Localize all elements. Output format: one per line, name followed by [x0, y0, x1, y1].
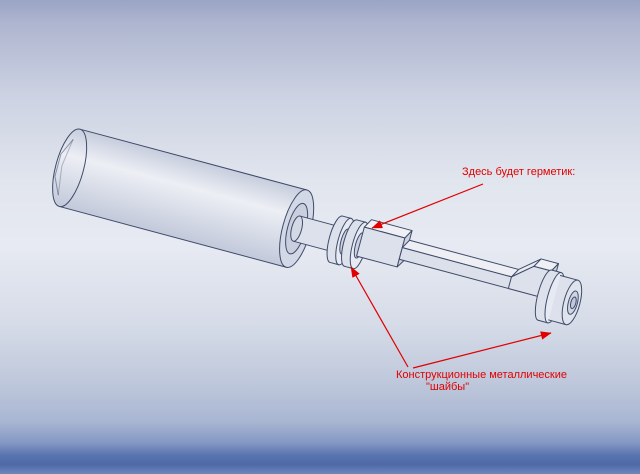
end-cap-hole: [569, 296, 577, 310]
assembly-group: [52, 128, 583, 326]
washers-label-line2: "шайбы": [426, 381, 470, 393]
sealant-label: Здесь будет герметик:: [462, 166, 576, 178]
handle-left-cap: [52, 128, 88, 208]
sealant-arrow: [371, 183, 484, 229]
hex-socket-hint: [54, 139, 74, 196]
washers-label: Конструкционные металлические "шайбы": [396, 369, 567, 393]
handle-cylinder: [52, 128, 315, 268]
washers-label-line1: Конструкционные металлические: [396, 369, 567, 381]
hex-socket-hint-2: [57, 139, 74, 196]
washer-left-arrow: [350, 266, 409, 368]
shaft-bore: [290, 215, 304, 242]
end-cap: [548, 275, 583, 326]
washer-right-arrow: [412, 331, 552, 369]
